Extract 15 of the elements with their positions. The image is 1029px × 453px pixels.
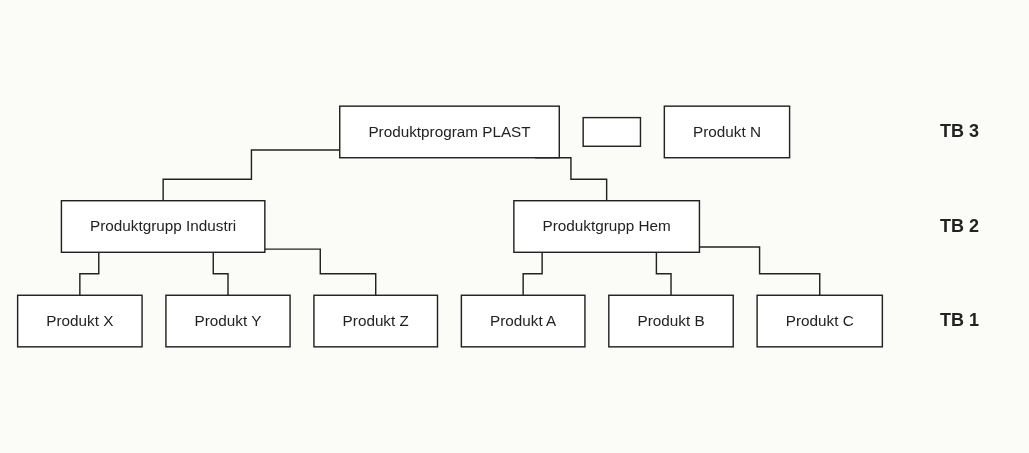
node-box <box>582 116 642 147</box>
node-box: Produkt Y <box>165 294 291 348</box>
node-box: Produkt A <box>460 294 586 348</box>
node-box: Produktgrupp Industri <box>60 200 266 253</box>
node-box: Produkt C <box>756 294 884 348</box>
node-box: Produktprogram PLAST <box>339 105 560 159</box>
node-box: Produkt Z <box>313 294 439 348</box>
level-label: TB 3 <box>940 120 979 142</box>
connector <box>264 248 377 296</box>
level-label: TB 1 <box>940 310 979 332</box>
level-label: TB 2 <box>940 215 979 237</box>
node-box: Produktgrupp Hem <box>513 200 701 253</box>
node-box: Produkt N <box>663 105 791 159</box>
node-box: Produkt X <box>16 294 143 348</box>
node-box: Produkt B <box>608 294 734 348</box>
